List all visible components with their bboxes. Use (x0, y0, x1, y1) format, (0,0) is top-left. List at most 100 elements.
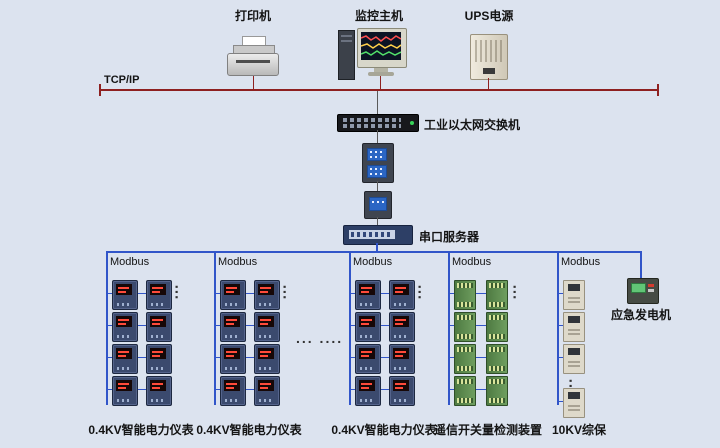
io-row-connector (449, 293, 506, 294)
monitor-host-drop-line (380, 76, 381, 89)
power-meter (355, 376, 381, 406)
pc-tower (338, 30, 355, 80)
power-meter (146, 312, 172, 342)
ethernet-switch-device (337, 114, 419, 132)
generator-drop-line (640, 251, 642, 278)
generator-controller-device (627, 278, 659, 304)
monitor-host-label: 监控主机 (354, 9, 403, 23)
power-meter (112, 280, 138, 310)
meter-row-connector (215, 325, 278, 326)
ellipsis-horizontal: ... .... (296, 330, 344, 346)
serial-server-label: 串口服务器 (419, 230, 480, 244)
column-1-drop-line (106, 251, 108, 405)
monitor-screen (361, 32, 401, 60)
generator-label: 应急发电机 (610, 308, 671, 322)
power-meter (220, 344, 246, 374)
power-meter (389, 280, 415, 310)
column-2-label: 0.4KV智能电力仪表 (196, 423, 302, 437)
relay-row-connector (558, 325, 564, 326)
converter2-link-line (377, 181, 378, 191)
protection-relay (563, 344, 585, 374)
modbus-label-3: Modbus (353, 256, 393, 268)
modbus-label-2: Modbus (218, 256, 258, 268)
power-meter (220, 312, 246, 342)
power-meter (389, 344, 415, 374)
relay-row-connector (558, 357, 564, 358)
power-meter (254, 280, 280, 310)
modbus-label-4: Modbus (452, 256, 492, 268)
column-3-drop-line (349, 251, 351, 405)
io-module (486, 280, 508, 310)
column-1-label: 0.4KV智能电力仪表 (88, 423, 194, 437)
meter-row-connector (215, 389, 278, 390)
meter-row-connector (215, 357, 278, 358)
serial-to-bus-line (376, 243, 378, 251)
media-converter-2-device (364, 191, 392, 219)
tcp-ip-label: TCP/IP (104, 74, 140, 86)
meter-row-connector (350, 325, 413, 326)
power-meter (254, 344, 280, 374)
io-module (454, 344, 476, 374)
printer-body (227, 53, 279, 76)
column-4-label: 遥信开关量检测装置 (433, 423, 542, 437)
power-meter (112, 312, 138, 342)
printer-label: 打印机 (234, 9, 271, 23)
power-meter (146, 344, 172, 374)
ellipsis-vertical: ... (509, 284, 527, 301)
power-meter (355, 344, 381, 374)
ethernet-switch-label: 工业以太网交换机 (424, 118, 521, 132)
meter-row-connector (350, 389, 413, 390)
io-module (486, 312, 508, 342)
tcp-ip-bus-endcap-right (657, 84, 659, 96)
column-2-drop-line (214, 251, 216, 405)
column-5-drop-line (557, 251, 559, 405)
protection-relay (563, 280, 585, 310)
column-5-label: 10KV综保 (551, 423, 607, 437)
power-meter (389, 376, 415, 406)
column-3-label: 0.4KV智能电力仪表 (331, 423, 437, 437)
power-meter (389, 312, 415, 342)
ellipsis-vertical: ... (171, 284, 189, 301)
power-meter (146, 280, 172, 310)
meter-row-connector (107, 293, 170, 294)
crt-monitor (357, 28, 407, 68)
serial-server-device (343, 225, 413, 245)
power-meter (220, 280, 246, 310)
io-module (486, 376, 508, 406)
io-row-connector (449, 389, 506, 390)
printer-drop-line (253, 76, 254, 89)
protection-relay (563, 312, 585, 342)
modbus-label-5: Modbus (561, 256, 601, 268)
io-module (454, 376, 476, 406)
power-meter (254, 376, 280, 406)
power-meter (112, 344, 138, 374)
io-module (486, 344, 508, 374)
power-meter (355, 312, 381, 342)
ups-label: UPS电源 (464, 9, 514, 23)
io-row-connector (449, 357, 506, 358)
tcp-ip-bus-line (100, 89, 658, 91)
tcp-ip-bus-endcap-left (99, 84, 101, 96)
meter-row-connector (107, 325, 170, 326)
column-4-drop-line (448, 251, 450, 405)
meter-row-connector (215, 293, 278, 294)
monitor-base (368, 72, 394, 76)
power-meter (220, 376, 246, 406)
io-module (454, 280, 476, 310)
converter1-link-line (377, 130, 378, 143)
meter-row-connector (107, 389, 170, 390)
power-meter (112, 376, 138, 406)
printer-output-slot (236, 60, 270, 63)
monitor-stand (374, 68, 388, 72)
printer-device (227, 36, 279, 76)
modbus-bus-line (106, 251, 642, 253)
power-meter (355, 280, 381, 310)
io-module (454, 312, 476, 342)
ellipsis-vertical: ... (414, 284, 432, 301)
power-meter (146, 376, 172, 406)
relay-row-connector (558, 401, 564, 402)
modbus-label-1: Modbus (110, 256, 150, 268)
monitoring-host-device (338, 28, 408, 80)
relay-row-connector (558, 293, 564, 294)
